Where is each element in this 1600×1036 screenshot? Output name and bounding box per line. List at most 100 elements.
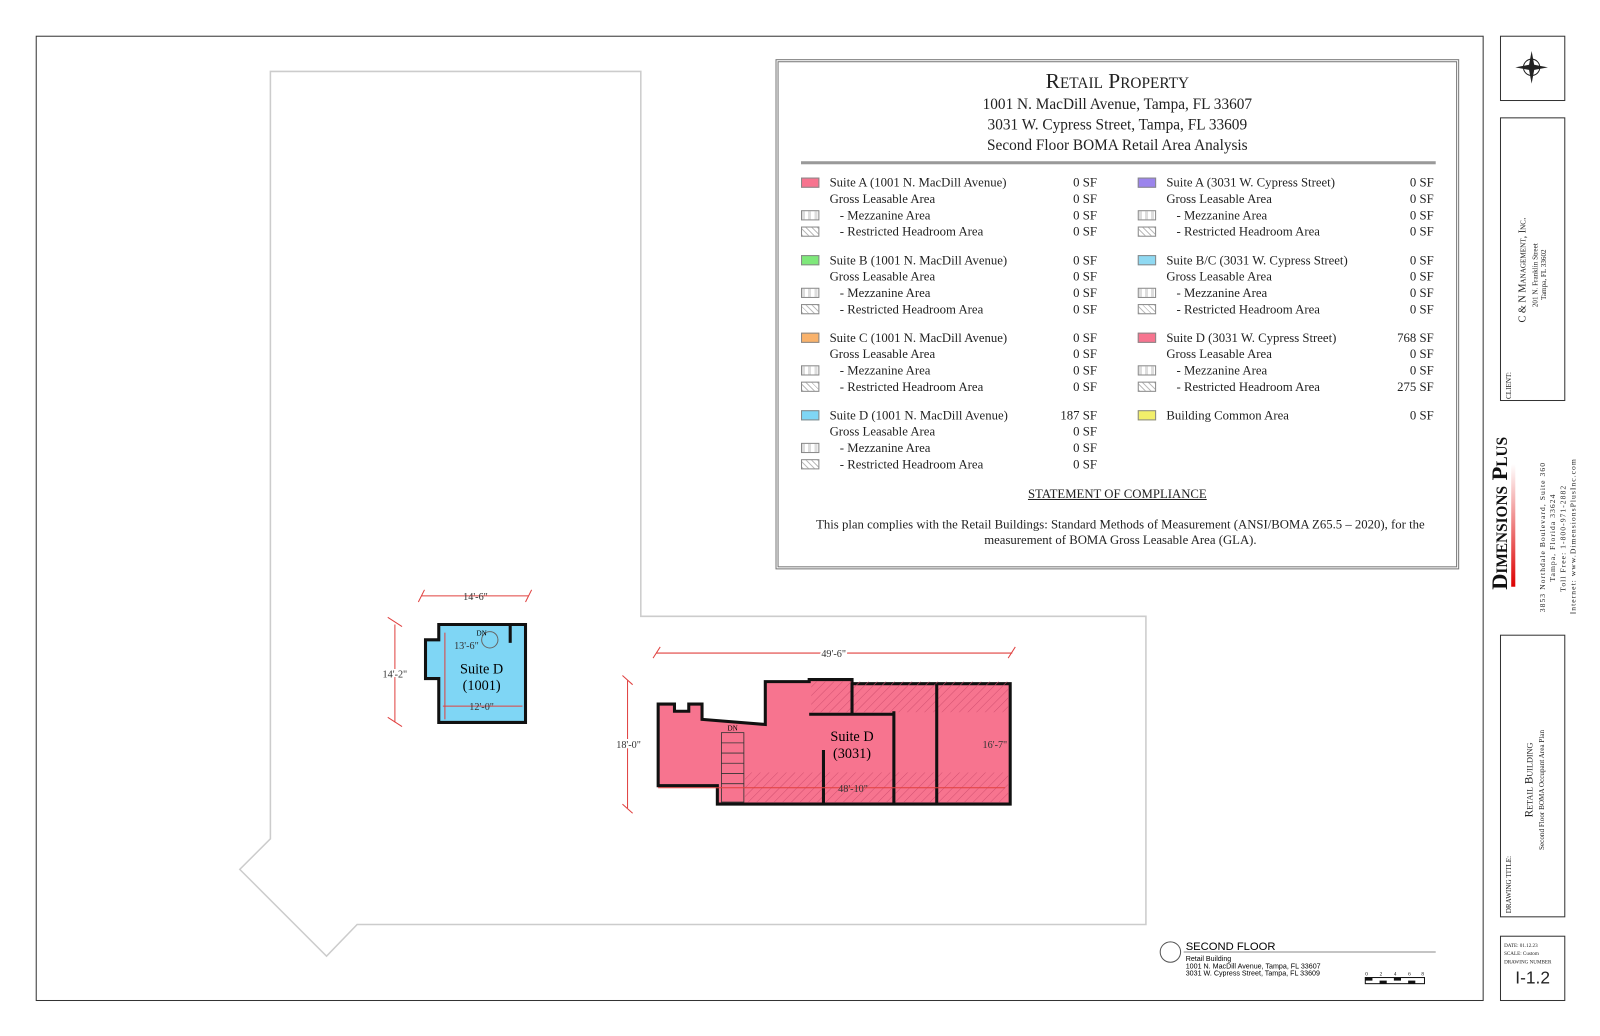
legend-value: 0 SF: [1073, 253, 1097, 268]
compass-icon: [1515, 51, 1548, 84]
mezzanine-swatch: [801, 365, 820, 376]
mezzanine-swatch: [1137, 287, 1157, 298]
legend-divider: [801, 161, 1436, 165]
legend-label: - Restricted Headroom Area: [839, 224, 984, 239]
hatch-swatch: [1137, 226, 1157, 237]
compliance-heading: STATEMENT OF COMPLIANCE: [1027, 486, 1207, 502]
legend-value: 0 SF: [1073, 379, 1097, 394]
suite-d-1001-area: [423, 622, 528, 724]
color-swatch: [801, 177, 820, 188]
drawing-title-label: DRAWING TITLE:: [1505, 855, 1514, 914]
date: DATE: 01.12.23: [1504, 943, 1538, 949]
dim-top: 49'-6": [821, 649, 846, 660]
mezzanine-swatch: [801, 442, 820, 454]
legend-row: Building Common Area 0 SF: [1137, 407, 1434, 423]
scale-tick: 4: [1394, 972, 1397, 978]
drawing-title-box: DRAWING TITLE: Retail Building Second Fl…: [1499, 634, 1566, 918]
legend-value: 0 SF: [1073, 285, 1097, 300]
floor-marker-icon: [1159, 941, 1182, 963]
legend-value: 0 SF: [1409, 408, 1434, 423]
legend-value: 0 SF: [1073, 302, 1097, 317]
legend-row: Suite A (3031 W. Cypress Street)0 SF: [1137, 174, 1434, 190]
legend-row: - Mezzanine Area 0 SF: [801, 440, 1097, 456]
drawing-border: [35, 35, 1484, 1002]
area-legend: Retail Property 1001 N. MacDill Avenue, …: [775, 59, 1460, 570]
client-name: C & N Management, Inc.: [1517, 217, 1529, 323]
color-swatch: [1137, 177, 1157, 188]
legend-value: 0 SF: [1409, 269, 1434, 284]
legend-value: 275 SF: [1397, 379, 1434, 394]
scale-tick: 8: [1421, 972, 1424, 978]
hatch-swatch: [801, 459, 820, 470]
mezzanine-swatch: [1137, 365, 1157, 376]
legend-label: - Mezzanine Area: [839, 285, 931, 300]
legend-row: - Restricted Headroom Area 0 SF: [801, 379, 1097, 395]
compliance-text: This plan complies with the Retail Build…: [816, 517, 1425, 547]
logo-text: Dimensions Plus: [1486, 436, 1513, 590]
color-swatch: [801, 255, 820, 266]
legend-title: Retail Property: [1045, 68, 1190, 93]
dim-inner-h: 48'-10": [838, 784, 868, 795]
legend-value: 0 SF: [1073, 224, 1097, 239]
legend-value: 0 SF: [1073, 440, 1097, 456]
company-web: Internet: www.DimensionsPlusInc.com: [1568, 458, 1578, 615]
legend-label: - Restricted Headroom Area: [1176, 379, 1320, 394]
legend-label: - Restricted Headroom Area: [839, 379, 984, 394]
color-swatch: [1137, 255, 1157, 266]
drawing-title: Retail Building: [1523, 742, 1536, 818]
legend-value: 0 SF: [1409, 224, 1434, 239]
legend-value: 0 SF: [1409, 285, 1434, 300]
legend-label: Gross Leasable Area: [829, 191, 936, 207]
legend-value: 0 SF: [1409, 302, 1434, 317]
legend-value: 0 SF: [1409, 175, 1434, 190]
legend-label: Suite B/C (3031 W. Cypress Street): [1166, 253, 1348, 268]
company-city: Tampa, Florida 33624: [1547, 493, 1558, 582]
color-swatch: [801, 332, 820, 343]
legend-value: 768 SF: [1397, 330, 1434, 345]
client-label: CLIENT:: [1505, 371, 1514, 399]
legend-row: - Restricted Headroom Area 0 SF: [801, 223, 1097, 239]
legend-label: - Restricted Headroom Area: [839, 302, 984, 317]
client-address2: Tampa, FL 33602: [1539, 249, 1548, 300]
legend-label: - Mezzanine Area: [839, 440, 931, 456]
company-logo: Dimensions Plus 3853 Northdale Boulevard…: [1485, 418, 1587, 617]
client-box: CLIENT: C & N Management, Inc. 201 N. Fr…: [1499, 117, 1566, 402]
legend-label: - Mezzanine Area: [839, 363, 931, 378]
legend-value: 0 SF: [1073, 175, 1097, 190]
legend-value: 0 SF: [1073, 269, 1097, 284]
legend-row: Gross Leasable Area 0 SF: [801, 191, 1097, 207]
floor-line2: 1001 N. MacDill Avenue, Tampa, FL 33607: [1186, 962, 1321, 970]
suite-d-1001-label: Suite D: [460, 661, 503, 677]
legend-label: - Restricted Headroom Area: [1176, 224, 1320, 239]
legend-label: Suite B (1001 N. MacDill Avenue): [829, 253, 1008, 268]
legend-label: - Mezzanine Area: [839, 208, 931, 223]
legend-value: 0 SF: [1409, 346, 1434, 362]
mezzanine-swatch: [801, 210, 820, 221]
floor-plan: Suite D (1001) DN 14'-6" 14'-2" 13'-6" 1…: [238, 70, 1436, 985]
legend-label: Building Common Area: [1166, 408, 1289, 423]
mezzanine-swatch: [1137, 210, 1157, 221]
scale-tick: 6: [1408, 972, 1411, 978]
legend-label: - Restricted Headroom Area: [839, 457, 984, 472]
legend-value: 0 SF: [1073, 191, 1097, 207]
building-outline: [238, 70, 1147, 958]
legend-group: Building Common Area 0 SF: [1137, 407, 1434, 423]
hatch-swatch: [801, 226, 820, 237]
dim-left: 18'-0": [616, 740, 641, 751]
dim-top: 14'-6": [463, 592, 488, 603]
drawing-subtitle: Second Floor BOMA Occupant Area Plan: [1537, 729, 1546, 850]
hatch-swatch: [1137, 304, 1157, 315]
logo-red-bar: [1511, 464, 1516, 587]
